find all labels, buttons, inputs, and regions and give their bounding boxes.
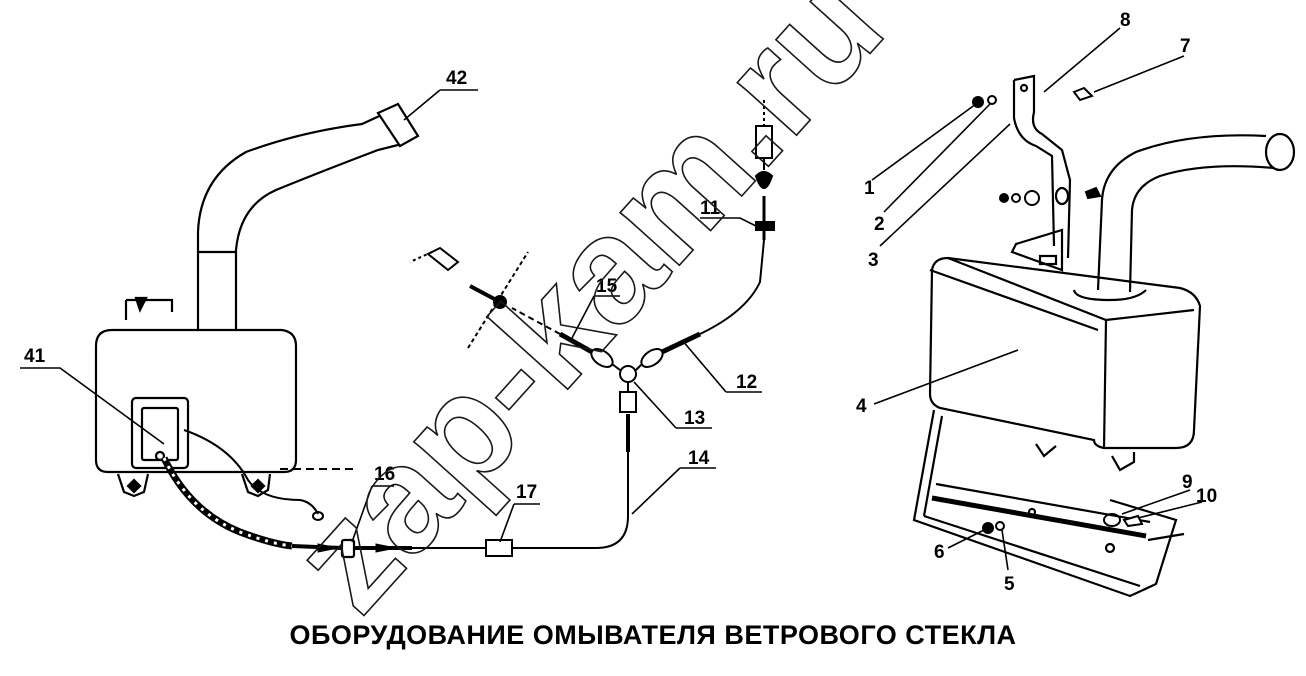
leader-lines xyxy=(20,27,1203,571)
callout-41: 41 xyxy=(24,346,46,367)
diagram-title: ОБОРУДОВАНИЕ ОМЫВАТЕЛЯ ВЕТРОВОГО СТЕКЛА xyxy=(289,620,1017,650)
hose-clip-17 xyxy=(485,539,513,557)
callout-6: 6 xyxy=(934,542,945,563)
wire-terminal xyxy=(312,511,324,521)
callout-1: 1 xyxy=(864,178,875,199)
callout-2: 2 xyxy=(874,214,885,235)
callout-17: 17 xyxy=(516,482,537,503)
hose-to-filter xyxy=(354,452,629,553)
callout-4: 4 xyxy=(856,396,867,417)
callout-7: 7 xyxy=(1180,36,1191,57)
right-nozzle-11 xyxy=(754,100,775,240)
left-nozzle xyxy=(409,246,529,349)
callout-14: 14 xyxy=(688,448,710,469)
callout-15: 15 xyxy=(596,276,618,297)
y-connector-assembly xyxy=(511,239,765,452)
callout-42: 42 xyxy=(446,68,467,89)
callout-11: 11 xyxy=(700,198,721,219)
callout-9: 9 xyxy=(1182,472,1193,493)
callout-8: 8 xyxy=(1120,10,1131,31)
callout-5: 5 xyxy=(1004,574,1015,595)
callout-3: 3 xyxy=(868,250,879,271)
silencer-assembly xyxy=(912,74,1296,598)
callout-10: 10 xyxy=(1196,486,1217,507)
callout-13: 13 xyxy=(684,408,705,429)
outlet-hose xyxy=(160,456,343,553)
callout-12: 12 xyxy=(736,372,757,393)
pump-wire xyxy=(183,429,319,515)
callout-16: 16 xyxy=(374,464,395,485)
watermark-text: zap-kam.ru xyxy=(259,0,914,641)
fasteners xyxy=(972,86,1144,534)
callout-labels: 42 41 16 17 15 11 12 13 14 1 2 3 8 7 4 9… xyxy=(24,10,1217,595)
washer-reservoir xyxy=(94,102,420,498)
